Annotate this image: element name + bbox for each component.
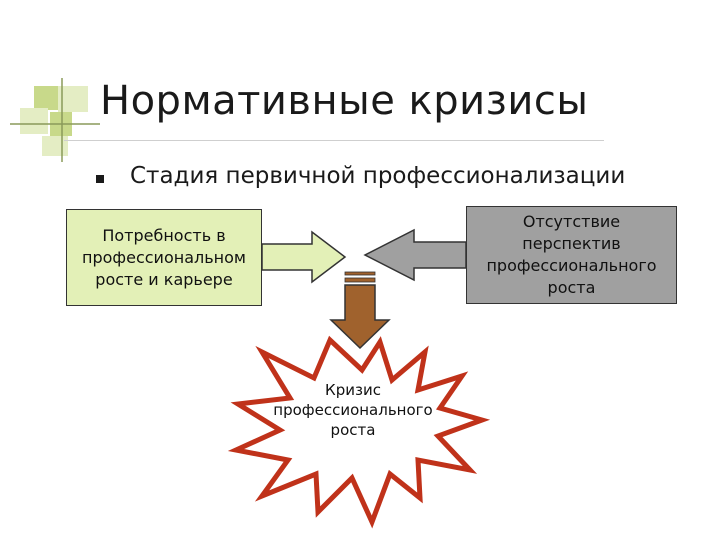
bullet-square-icon <box>96 175 104 183</box>
deco-square-2 <box>58 86 88 112</box>
title-divider <box>64 140 604 141</box>
left-pointing-arrow <box>363 228 467 282</box>
no-prospects-line-4: роста <box>547 278 596 297</box>
crisis-line-3: роста <box>330 421 376 439</box>
no-prospects-box: Отсутствие перспектив профессионального … <box>466 206 677 304</box>
down-arrow <box>329 271 391 350</box>
need-box: Потребность в профессиональном росте и к… <box>66 209 262 306</box>
deco-square-1 <box>34 86 58 110</box>
right-pointing-arrow <box>261 230 347 284</box>
decorative-corner-squares <box>0 0 110 170</box>
bullet-text: Стадия первичной профессионализации <box>130 163 626 189</box>
slide-title: Нормативные кризисы <box>100 78 589 124</box>
deco-square-3 <box>20 108 48 134</box>
need-box-line-1: Потребность в <box>102 225 226 245</box>
crisis-line-1: Кризис <box>325 381 381 399</box>
need-box-line-2: профессиональном <box>82 247 246 267</box>
crisis-label: Кризис профессионального роста <box>258 380 448 440</box>
no-prospects-line-3: профессионального <box>486 256 657 275</box>
crisis-burst-shape <box>227 335 491 529</box>
no-prospects-line-2: перспектив <box>522 234 621 253</box>
corner-squares-graphic <box>10 78 100 162</box>
crisis-line-2: профессионального <box>273 401 433 419</box>
no-prospects-line-1: Отсутствие <box>522 212 621 231</box>
need-box-line-3: росте и карьере <box>95 269 233 289</box>
